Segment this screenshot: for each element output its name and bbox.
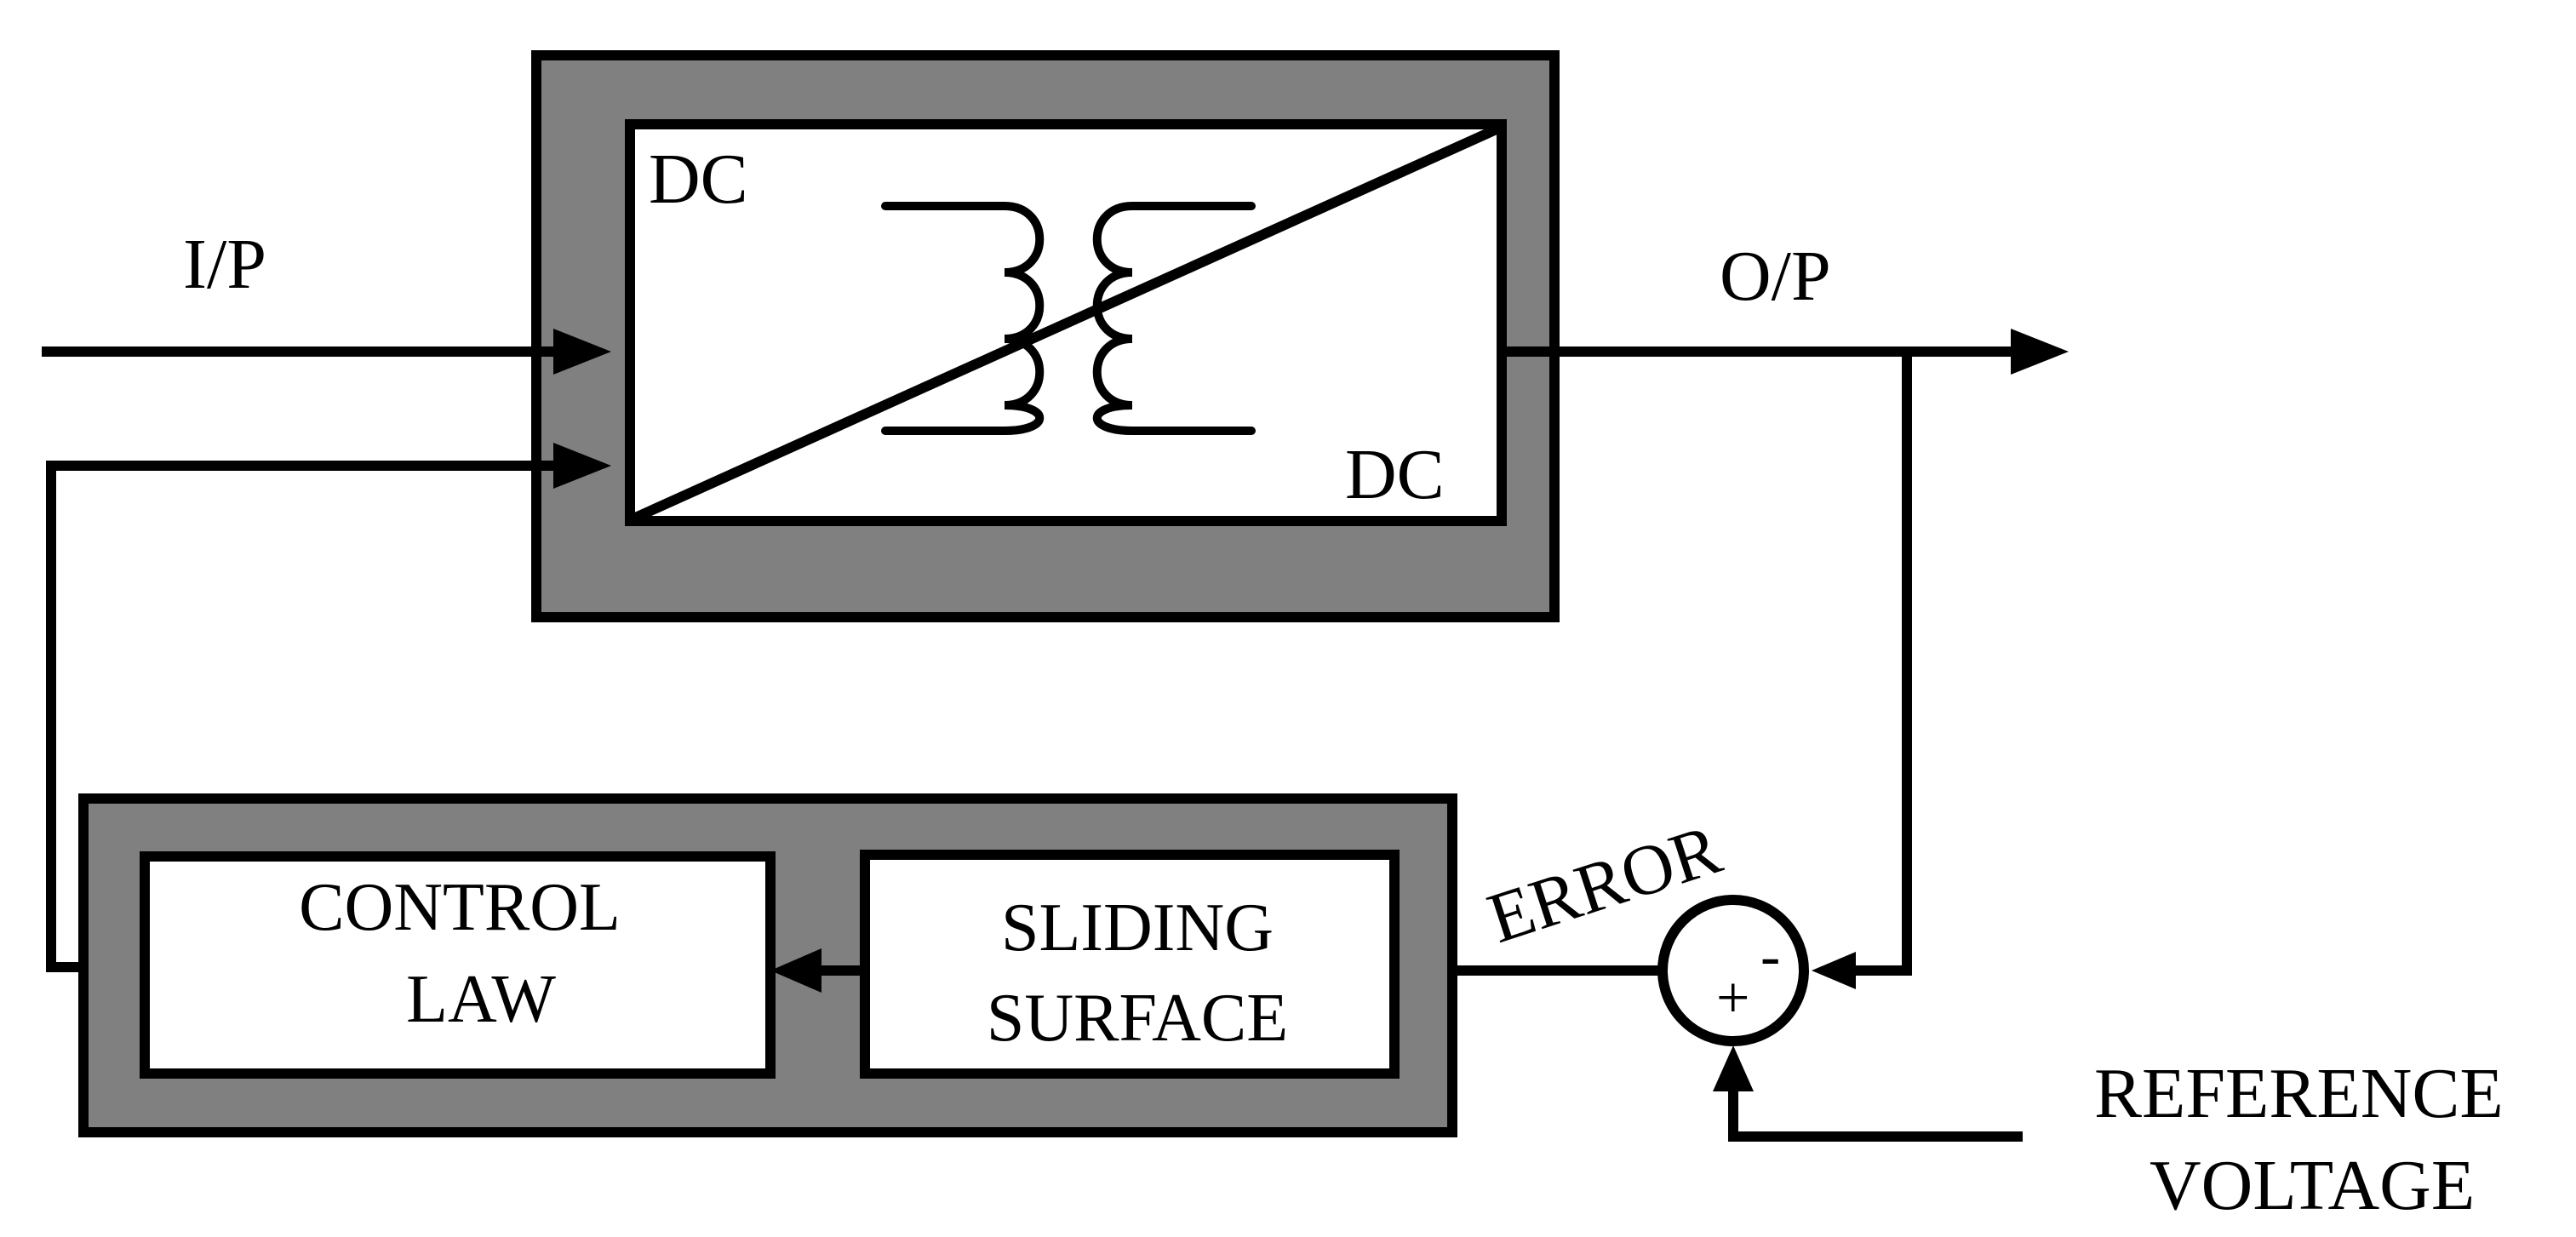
- input-label: I/P: [183, 225, 266, 304]
- plus-sign: +: [1716, 965, 1749, 1031]
- input-arrow-icon: [553, 329, 611, 375]
- dc-output-label: DC: [1345, 435, 1445, 514]
- transformer-icon: [881, 202, 1256, 435]
- output-label: O/P: [1720, 237, 1831, 316]
- feedback-arrow-icon: [1812, 952, 1856, 989]
- control-law-label-line2: LAW: [406, 962, 556, 1037]
- reference-label-line1: REFERENCE: [2094, 1054, 2504, 1133]
- control-law-label-line1: CONTROL: [299, 870, 621, 945]
- sliding-surface-label-line2: SURFACE: [987, 981, 1288, 1056]
- internal-arrow-icon: [770, 948, 821, 993]
- sliding-surface-box: [860, 850, 1400, 1079]
- reference-label-line2: VOLTAGE: [2150, 1146, 2475, 1225]
- dc-input-label: DC: [649, 140, 748, 219]
- minus-sign: -: [1760, 924, 1780, 989]
- output-arrow-icon: [2011, 329, 2069, 375]
- control-law-box: [140, 851, 776, 1079]
- reference-arrow-icon: [1713, 1045, 1754, 1091]
- control-arrow-icon: [553, 443, 611, 489]
- sliding-surface-label-line1: SLIDING: [1001, 891, 1274, 965]
- converter-diagonal: [625, 121, 1507, 526]
